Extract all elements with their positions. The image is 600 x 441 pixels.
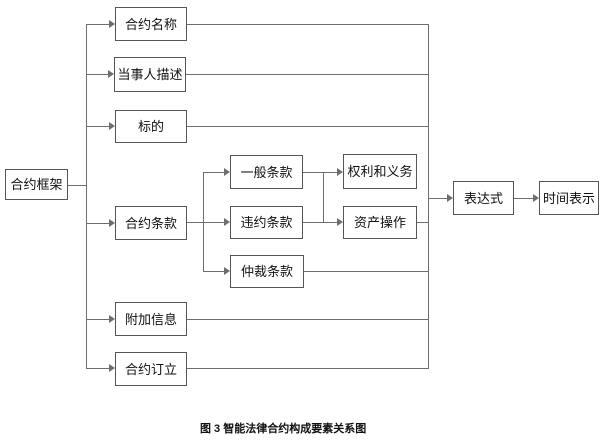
connector-to-general-clauses (203, 172, 224, 173)
node-contract-clauses: 合约条款 (115, 206, 187, 240)
connector-trunk-to-contract-formation (86, 368, 109, 369)
connector-bus-to-expression (428, 198, 447, 199)
node-contract-name: 合约名称 (115, 7, 187, 41)
arrowhead-breach-clauses (224, 218, 230, 226)
node-subject-matter: 标的 (115, 110, 187, 143)
connector-general-to-rights (303, 172, 337, 173)
connector-clauses-out (187, 222, 203, 223)
connector-asset-operations-to-bus (417, 222, 428, 223)
node-contract-framework: 合约框架 (5, 169, 68, 200)
node-additional-info: 附加信息 (115, 302, 187, 336)
arrowhead-arbitration-clauses (224, 267, 230, 275)
arrowhead-subject-matter (109, 122, 115, 130)
arrowhead-asset-operations (337, 218, 343, 226)
arrowhead-contract-clauses (109, 219, 115, 227)
connector-trunk-to-subject-matter (86, 126, 109, 127)
connector-to-arbitration-clauses (203, 271, 224, 272)
arrowhead-contract-name (109, 20, 115, 28)
node-contract-formation: 合约订立 (115, 352, 187, 386)
connector-trunk-to-additional-info (86, 319, 109, 320)
node-asset-operations: 资产操作 (343, 206, 417, 239)
node-breach-clauses: 违约条款 (230, 206, 303, 239)
connector-contents-mid-bus (323, 172, 324, 223)
connector-trunk-to-contract-clauses (86, 223, 109, 224)
arrowhead-additional-info (109, 315, 115, 323)
connector-root-to-trunk (68, 185, 86, 186)
connector-subject-matter-to-bus (187, 126, 428, 127)
connector-arbitration-to-bus (304, 271, 428, 272)
connector-trunk-to-party-description (86, 74, 109, 75)
arrowhead-time-representation (533, 194, 539, 202)
connector-breach-to-asset (303, 222, 337, 223)
connector-contract-formation-to-bus (187, 368, 428, 369)
connector-additional-info-to-bus (187, 319, 428, 320)
arrowhead-expression (447, 194, 453, 202)
node-general-clauses: 一般条款 (230, 155, 303, 189)
connector-to-breach-clauses (203, 222, 224, 223)
connector-contract-name-to-bus (187, 24, 428, 25)
arrowhead-contract-formation (109, 364, 115, 372)
node-expression: 表达式 (453, 181, 514, 215)
node-time-representation: 时间表示 (539, 181, 599, 215)
connector-trunk-to-contract-name (86, 24, 109, 25)
connector-left-trunk (86, 24, 87, 369)
node-rights-and-obligations: 权利和义务 (343, 154, 417, 189)
connector-expression-to-time (514, 198, 533, 199)
arrowhead-rights-and-obligations (337, 168, 343, 176)
node-arbitration-clauses: 仲裁条款 (230, 255, 304, 288)
connector-right-bus (428, 24, 429, 369)
node-party-description: 当事人描述 (114, 57, 186, 92)
arrowhead-general-clauses (224, 168, 230, 176)
figure-caption: 图 3 智能法律合约构成要素关系图 (200, 423, 367, 435)
connector-party-description-to-bus (186, 74, 428, 75)
arrowhead-party-description (108, 70, 114, 78)
